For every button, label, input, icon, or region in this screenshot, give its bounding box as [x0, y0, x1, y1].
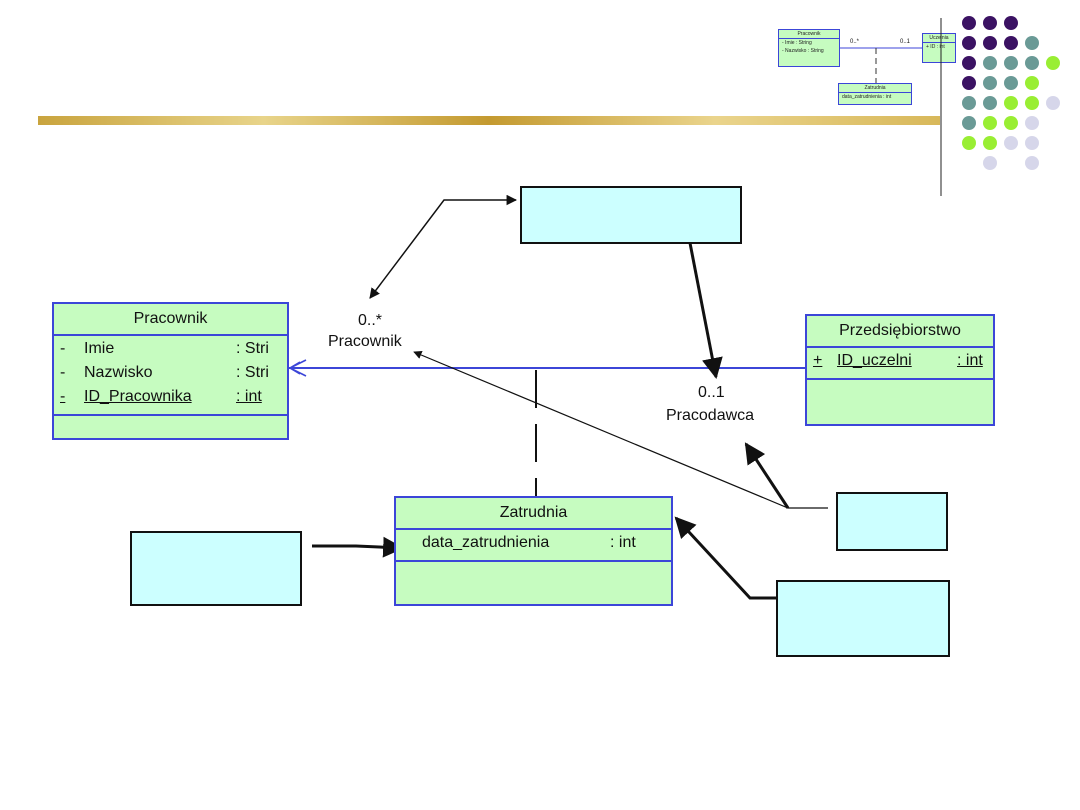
- note-box-top[interactable]: [520, 186, 742, 244]
- attribute-visibility: -: [60, 388, 66, 405]
- decorative-dot: [983, 36, 997, 50]
- class-attribute: - Nazwisko : Stri: [54, 364, 287, 388]
- class-attributes: data_zatrudnienia : int: [396, 530, 671, 562]
- thumbnail-class-title: Uczelnia: [923, 34, 955, 43]
- decorative-dot: [983, 76, 997, 90]
- pointer-arrow-role: [413, 351, 828, 509]
- thumbnail-attr: data_zatrudnienia : int: [842, 94, 892, 100]
- thumbnail-class-title: Zatrudnia: [839, 84, 911, 93]
- decorative-dot: [1025, 136, 1039, 150]
- thumbnail-class-zatrudnia: Zatrudnia data_zatrudnienia : int: [838, 83, 912, 105]
- navigation-arrow: [288, 359, 307, 377]
- class-przedsiebiorstwo[interactable]: Przedsiębiorstwo + ID_uczelni : int: [805, 314, 995, 426]
- decorative-dot: [1004, 36, 1018, 50]
- multiplicity-right: 0..1: [698, 384, 725, 401]
- class-pracownik[interactable]: Pracownik - Imie : Stri - Nazwisko : Stri - ID_…: [52, 302, 289, 440]
- header-bar: [38, 116, 940, 125]
- attribute-name: Nazwisko: [84, 364, 153, 381]
- attribute-name: ID_uczelni: [837, 352, 912, 369]
- attribute-type: : Stri: [236, 364, 269, 381]
- multiplicity-left: 0..*: [358, 312, 383, 329]
- decorative-dot: [962, 136, 976, 150]
- decorative-dot: [1004, 16, 1018, 30]
- attribute-name: data_zatrudnienia: [422, 534, 550, 551]
- pointer-arrow-role-2: [744, 442, 790, 509]
- class-zatrudnia[interactable]: Zatrudnia data_zatrudnienia : int: [394, 496, 673, 606]
- pointer-arrow-pracodawca: [688, 242, 723, 380]
- decorative-dot: [1025, 36, 1039, 50]
- thumbnail-multiplicity-right: 0..1: [900, 39, 911, 45]
- thumbnail-attr: - Nazwisko : String: [782, 48, 824, 54]
- attribute-type: : Stri: [236, 340, 269, 357]
- decorative-dot: [1004, 56, 1018, 70]
- decorative-dot: [1004, 76, 1018, 90]
- class-name: Przedsiębiorstwo: [807, 316, 993, 348]
- decorative-dot: [983, 156, 997, 170]
- attribute-type: : int: [236, 388, 262, 405]
- pointer-arrow-attribute: [312, 536, 405, 558]
- class-attribute: data_zatrudnienia : int: [396, 534, 671, 558]
- decorative-dot: [983, 116, 997, 130]
- note-box-attribute[interactable]: [130, 531, 302, 606]
- class-attribute: - Imie : Stri: [54, 340, 287, 364]
- decorative-dot: [1004, 116, 1018, 130]
- decorative-dot: [962, 36, 976, 50]
- decorative-dot: [1025, 76, 1039, 90]
- pointer-arrow-association-class: [674, 516, 776, 600]
- note-box-role[interactable]: [836, 492, 948, 551]
- decorative-dot: [1025, 156, 1039, 170]
- attribute-name: ID_Pracownika: [84, 388, 192, 405]
- attribute-visibility: +: [813, 352, 823, 369]
- class-attributes: - Imie : Stri - Nazwisko : Stri - ID_Pracownika…: [54, 336, 287, 416]
- attribute-type: : int: [610, 534, 636, 551]
- role-right: Pracodawca: [666, 407, 755, 424]
- decorative-dot: [1004, 96, 1018, 110]
- decorative-dot: [983, 136, 997, 150]
- role-left: Pracownik: [328, 333, 402, 350]
- decorative-dot: [983, 96, 997, 110]
- thumbnail-multiplicity-left: 0..*: [850, 39, 860, 45]
- thumbnail-class-pracownik: Pracownik - Imie : String - Nazwisko : S…: [778, 29, 840, 67]
- class-attributes: + ID_uczelni : int: [807, 348, 993, 380]
- decorative-dot: [1025, 116, 1039, 130]
- thumbnail-attr: - Imie : String: [782, 40, 812, 46]
- class-name: Pracownik: [54, 304, 287, 336]
- decorative-dot: [1025, 96, 1039, 110]
- decorative-dot: [1025, 56, 1039, 70]
- class-attribute: + ID_uczelni : int: [807, 352, 993, 376]
- decorative-dot: [1046, 96, 1060, 110]
- note-box-association-class[interactable]: [776, 580, 950, 657]
- thumbnail-attr: + ID : int: [926, 44, 945, 50]
- decorative-dot: [962, 16, 976, 30]
- pointer-arrow-multiplicity: [369, 194, 518, 299]
- class-name: Zatrudnia: [396, 498, 671, 530]
- attribute-name: Imie: [84, 340, 115, 357]
- attribute-type: : int: [957, 352, 983, 369]
- class-attribute: - ID_Pracownika : int: [54, 388, 287, 412]
- decorative-dot: [962, 116, 976, 130]
- attribute-visibility: -: [60, 364, 66, 381]
- decorative-dot: [983, 16, 997, 30]
- decorative-dot: [962, 76, 976, 90]
- decorative-dot: [1046, 56, 1060, 70]
- thumbnail-class-uczelnia: Uczelnia + ID : int: [922, 33, 956, 63]
- decorative-dot: [983, 56, 997, 70]
- decorative-dot: [962, 56, 976, 70]
- decorative-dot: [962, 96, 976, 110]
- attribute-visibility: -: [60, 340, 66, 357]
- decorative-dot: [1004, 136, 1018, 150]
- thumbnail-class-title: Pracownik: [779, 30, 839, 39]
